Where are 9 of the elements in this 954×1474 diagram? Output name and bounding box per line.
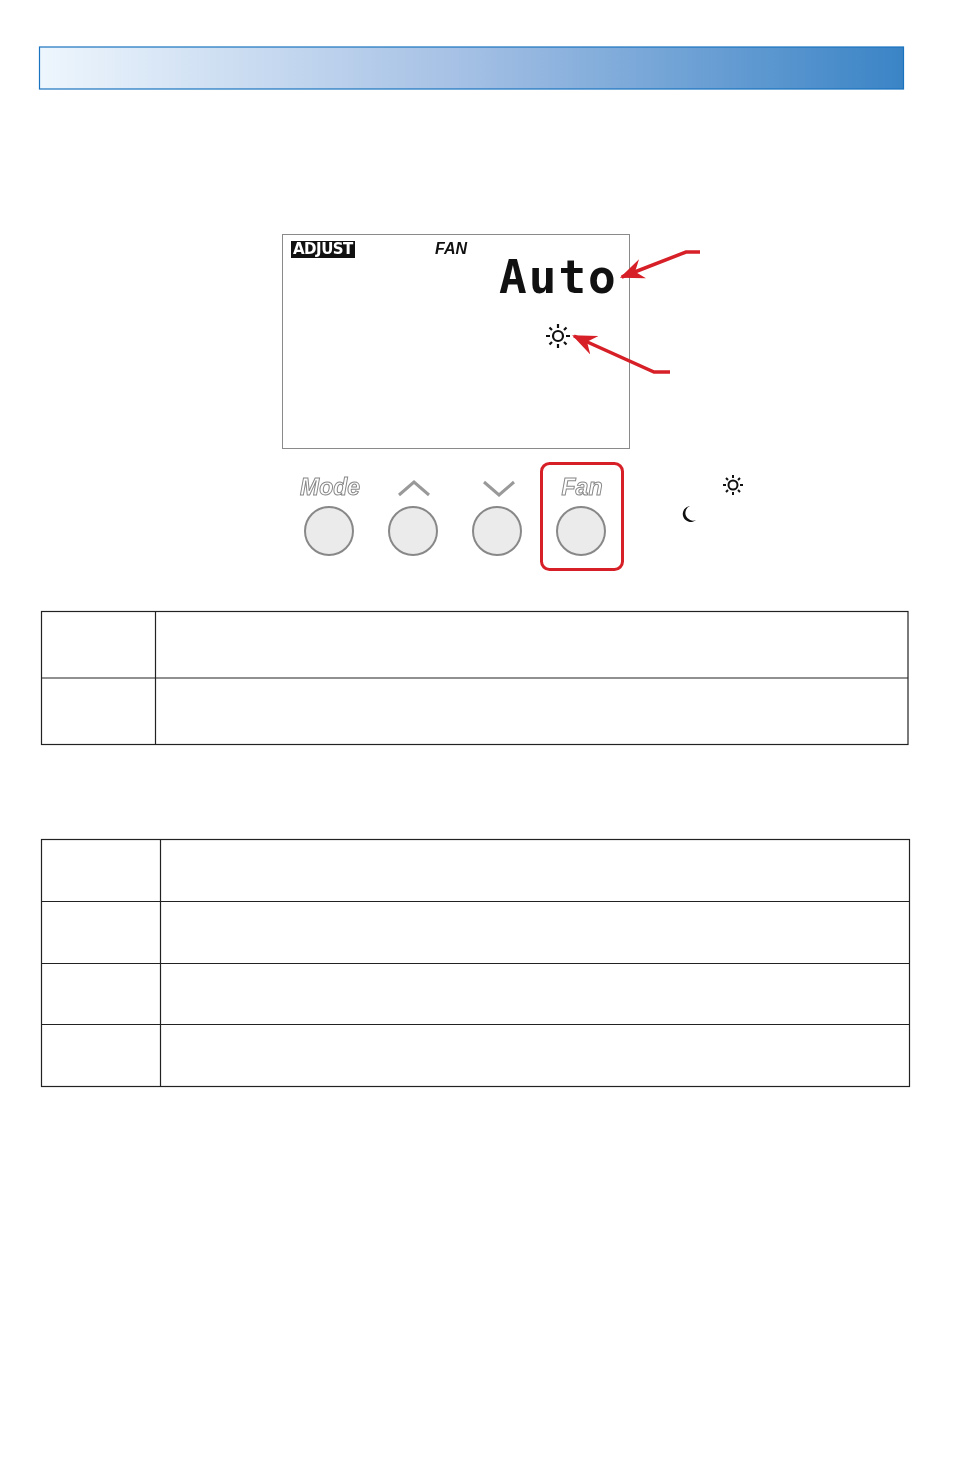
display-label: FAN [435, 240, 467, 258]
pointer-arrow [572, 334, 670, 374]
pointer-arrow [619, 250, 700, 279]
adjust-indicator: ADJUST [291, 241, 355, 258]
lcd-display [282, 234, 630, 449]
button-label: Mode [299, 474, 361, 501]
display-readout: Auto [499, 251, 618, 303]
sun-icon [546, 324, 570, 348]
button-label: Fan [561, 474, 603, 501]
